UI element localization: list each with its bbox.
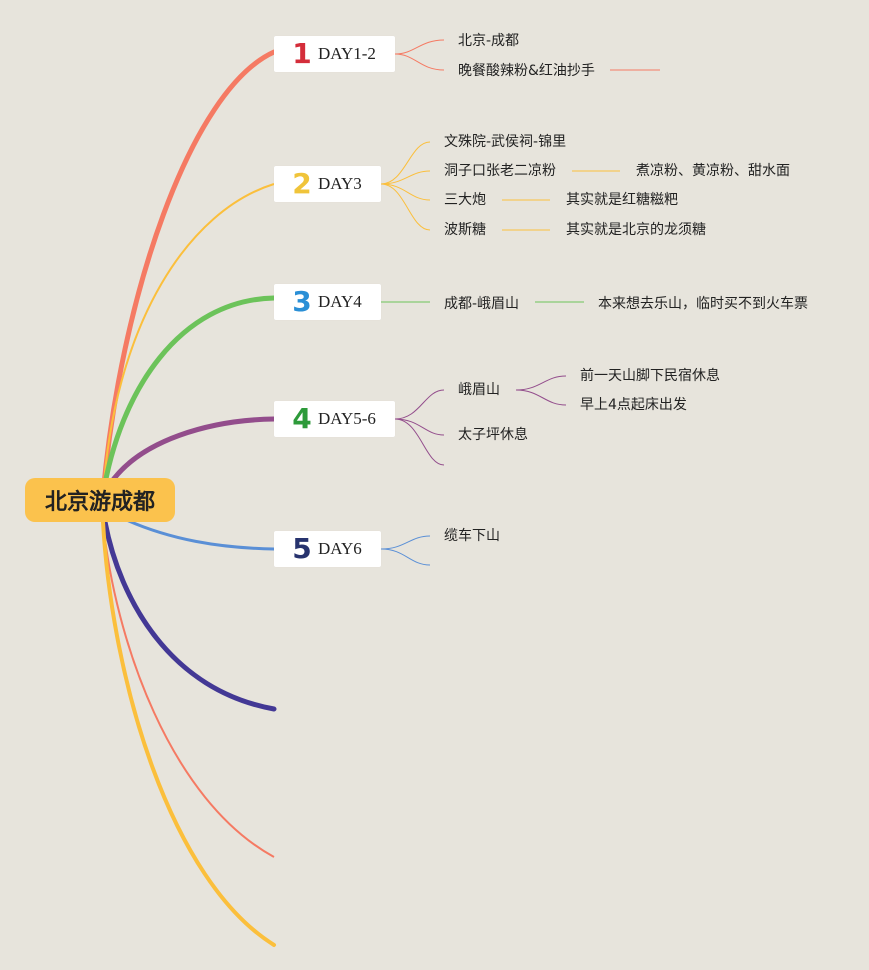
connector-d4-5: [515, 389, 567, 406]
branch-empty-1: [102, 519, 277, 712]
day-label-3: DAY4: [318, 292, 362, 311]
day-label-4: DAY5-6: [318, 409, 376, 428]
connector-d4-2: [394, 418, 445, 436]
root-label: 北京游成都: [44, 490, 155, 515]
leaf-d3-1-sub[interactable]: 本来想去乐山，临时买不到火车票: [598, 296, 808, 312]
leaf-d4-1[interactable]: 峨眉山: [458, 382, 500, 398]
leaf-d4-1-sub-1[interactable]: 前一天山脚下民宿休息: [580, 368, 720, 384]
branch-day2: [102, 183, 275, 496]
connector-d2-3: [380, 183, 431, 201]
leaf-d4-1-sub-2[interactable]: 早上4点起床出发: [580, 397, 687, 413]
leaf-d2-3[interactable]: 三大炮: [444, 192, 486, 208]
connector-d4-3: [394, 418, 445, 466]
leaf-d2-2[interactable]: 洞子口张老二凉粉: [444, 163, 556, 179]
connector-d5-2: [380, 548, 431, 566]
leaf-d2-4[interactable]: 波斯糖: [444, 222, 486, 238]
day-node-2[interactable]: 2 DAY3: [274, 166, 381, 202]
day-number-2: 2: [292, 167, 312, 200]
connector-d4-4: [515, 375, 567, 391]
leaf-d3-1[interactable]: 成都-峨眉山: [444, 296, 520, 312]
leaf-d2-1[interactable]: 文殊院-武侯祠-锦里: [444, 134, 567, 150]
day-label-5: DAY6: [318, 539, 362, 558]
leaf-d2-3-sub[interactable]: 其实就是红糖糍粑: [566, 192, 678, 208]
connector-d1-2: [394, 53, 445, 71]
day-node-5[interactable]: 5 DAY6: [274, 531, 381, 567]
branch-day1: [100, 49, 277, 498]
root-node[interactable]: 北京游成都: [25, 478, 175, 522]
branch-day3: [100, 295, 277, 498]
leaf-d2-4-sub[interactable]: 其实就是北京的龙须糖: [566, 222, 706, 238]
leaf-d5-1[interactable]: 缆车下山: [444, 528, 500, 544]
leaf-d2-2-sub[interactable]: 煮凉粉、黄凉粉、甜水面: [636, 163, 790, 179]
day-label-1: DAY1-2: [318, 44, 376, 63]
day-number-5: 5: [292, 532, 312, 565]
branch-day5: [120, 516, 276, 551]
leaf-d4-2[interactable]: 太子坪休息: [458, 427, 528, 443]
leaf-d1-1[interactable]: 北京-成都: [458, 33, 520, 49]
day-number-1: 1: [292, 37, 312, 70]
connector-d2-1: [380, 141, 431, 185]
day-node-3[interactable]: 3 DAY4: [274, 284, 381, 320]
day-node-1[interactable]: 1 DAY1-2: [274, 36, 395, 72]
branch-empty-2: [102, 521, 275, 858]
day-number-3: 3: [292, 285, 312, 318]
connector-d2-2: [380, 170, 431, 185]
day-number-4: 4: [292, 402, 312, 435]
leaf-d1-2[interactable]: 晚餐酸辣粉&红油抄手: [458, 63, 595, 79]
connector-d1-1: [394, 39, 445, 55]
day-label-2: DAY3: [318, 174, 362, 193]
day-node-4[interactable]: 4 DAY5-6: [274, 401, 395, 437]
connector-d4-1: [394, 389, 445, 420]
connector-d5-1: [380, 535, 431, 550]
branch-day4: [107, 416, 277, 487]
connector-d2-4: [380, 183, 431, 231]
branch-empty-3: [101, 520, 276, 947]
